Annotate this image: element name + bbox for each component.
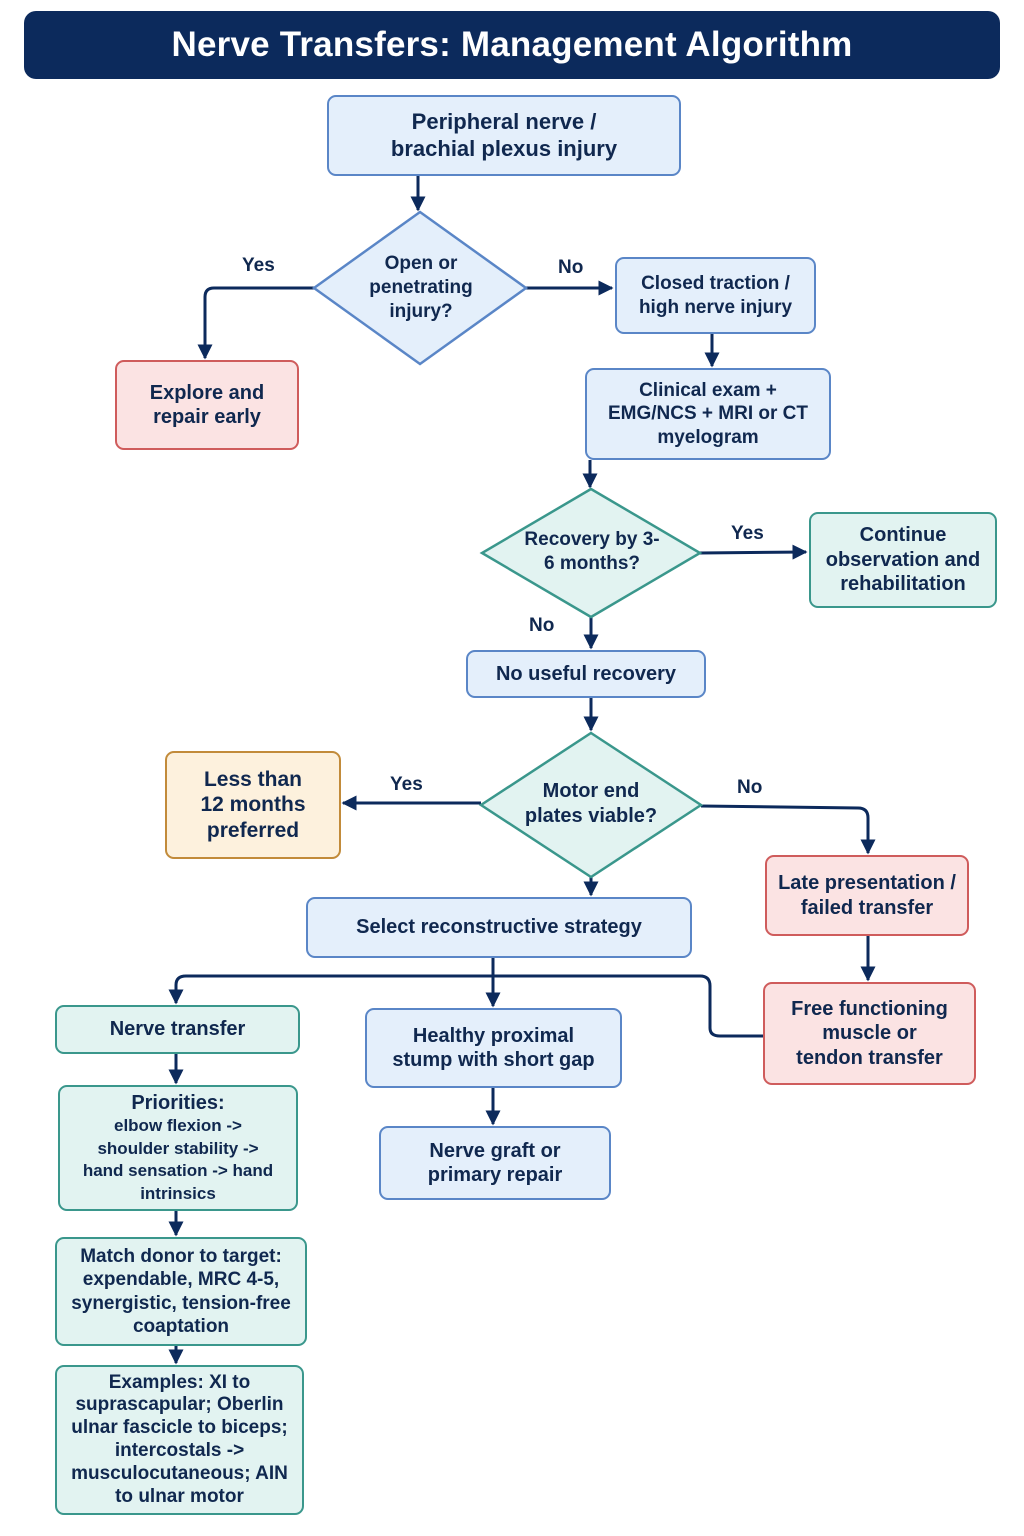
nerve-transfer-node: Nerve transfer xyxy=(55,1005,300,1054)
recovery-question: Recovery by 3-6 months? xyxy=(524,529,660,574)
nerve-graft-node: Nerve graft or primary repair xyxy=(379,1126,611,1200)
recovery-yes-label: Yes xyxy=(731,523,764,544)
open-yes-label: Yes xyxy=(242,255,275,276)
motor-end-plates-question: Motor end plates viable? xyxy=(524,780,658,827)
title-bar: Nerve Transfers: Management Algorithm xyxy=(24,11,1000,79)
motor-yes-label: Yes xyxy=(390,774,423,795)
closed-injury-node: Closed traction / high nerve injury xyxy=(615,257,816,334)
start-node: Peripheral nerve / brachial plexus injur… xyxy=(327,95,681,176)
motor-no-label: No xyxy=(737,777,763,798)
diagnostics-node: Clinical exam + EMG/NCS + MRI or CT myel… xyxy=(585,368,831,460)
healthy-stump-node: Healthy proximal stump with short gap xyxy=(365,1008,622,1088)
less-than-12-months-node: Less than 12 months preferred xyxy=(165,751,341,859)
motor-diamond xyxy=(478,731,704,879)
arrow-open-yes xyxy=(197,286,314,360)
page-title: Nerve Transfers: Management Algorithm xyxy=(171,25,853,64)
continue-observation-node: Continue observation and rehabilitation xyxy=(809,512,997,608)
open-injury-diamond xyxy=(311,210,529,366)
recovery-diamond xyxy=(479,487,703,619)
priorities-node: Priorities: elbow flexion -> shoulder st… xyxy=(58,1085,298,1211)
free-muscle-transfer-node: Free functioning muscle or tendon transf… xyxy=(763,982,976,1085)
priorities-list: elbow flexion -> shoulder stability -> h… xyxy=(82,1116,274,1203)
examples-node: Examples: XI to suprascapular; Oberlin u… xyxy=(55,1365,304,1515)
open-injury-question: Open or penetrating injury? xyxy=(369,253,473,322)
arrow-select-to-transfer xyxy=(168,974,764,1038)
explore-repair-node: Explore and repair early xyxy=(115,360,299,450)
arrow-recovery-yes xyxy=(699,544,808,560)
select-strategy-node: Select reconstructive strategy xyxy=(306,897,692,958)
match-donor-node: Match donor to target: expendable, MRC 4… xyxy=(55,1237,307,1346)
open-no-label: No xyxy=(558,257,584,278)
arrow-motor-no xyxy=(700,804,876,855)
recovery-no-label: No xyxy=(529,615,555,636)
late-presentation-node: Late presentation / failed transfer xyxy=(765,855,969,936)
no-useful-recovery-node: No useful recovery xyxy=(466,650,706,698)
priorities-title: Priorities: xyxy=(131,1091,225,1114)
